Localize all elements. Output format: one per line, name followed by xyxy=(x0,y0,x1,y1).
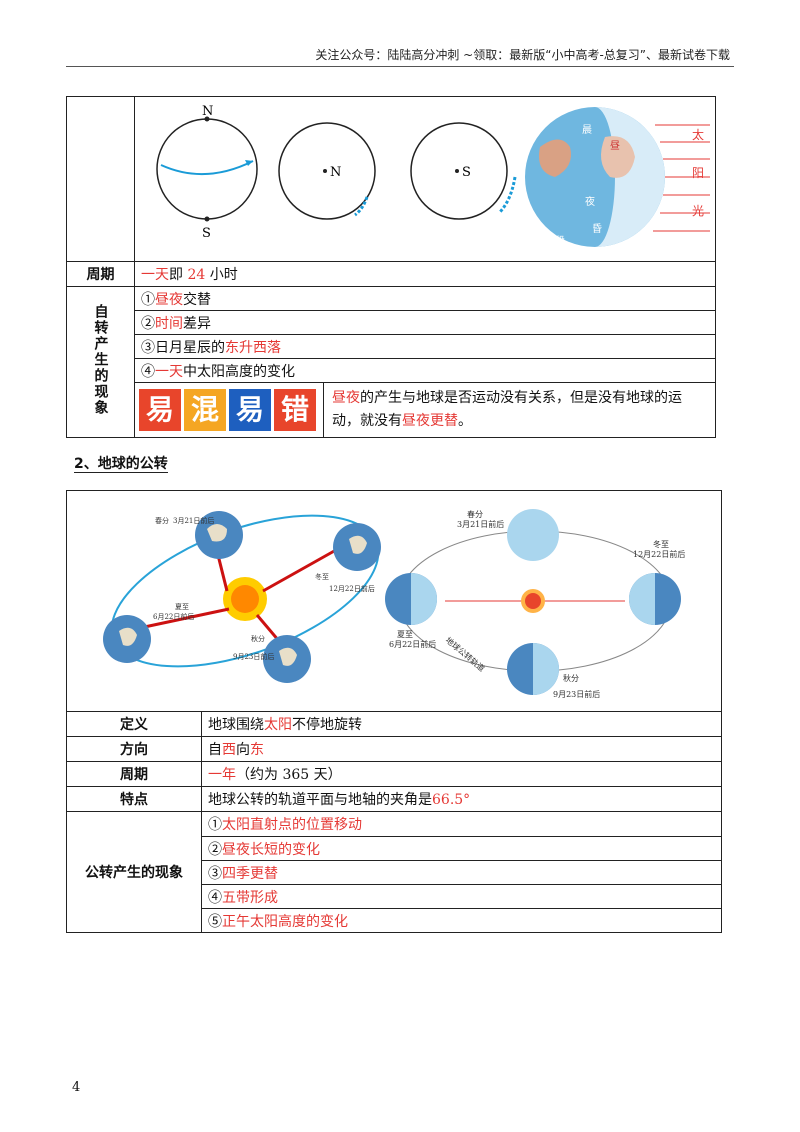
svg-text:光: 光 xyxy=(692,204,704,218)
svg-text:南极: 南极 xyxy=(547,234,565,246)
rotation-diagram-cell: N S N S xyxy=(134,96,716,262)
rotation-item-2: ②时间差异 xyxy=(134,310,716,335)
svg-text:晨: 晨 xyxy=(582,124,592,136)
rotation-phenomena-label: 自转产生的现象 xyxy=(92,304,109,416)
svg-text:春分: 春分 xyxy=(467,509,483,519)
svg-text:秋分: 秋分 xyxy=(563,673,579,683)
header-rule xyxy=(66,66,734,67)
revolution-diagram-cell: 春分 3月21日前后 夏至 6月22日前后 秋分 9月23日前后 冬至 12月2… xyxy=(66,490,722,712)
rotation-phenomena-label-cell: 自转产生的现象 xyxy=(66,286,135,438)
feature-label: 特点 xyxy=(66,786,202,812)
svg-text:夏至: 夏至 xyxy=(175,603,189,611)
direction-value: 自西向东 xyxy=(201,736,722,762)
diagram-label-cell xyxy=(66,96,135,262)
rotation-item-3: ③日月星辰的东升西落 xyxy=(134,334,716,359)
revolution-table: 春分 3月21日前后 夏至 6月22日前后 秋分 9月23日前后 冬至 12月2… xyxy=(66,490,722,933)
south-pole-label: S xyxy=(462,165,471,180)
svg-text:夜: 夜 xyxy=(585,195,595,208)
rotation-item-4: ④一天中太阳高度的变化 xyxy=(134,358,716,383)
tip-tile-3: 易 xyxy=(229,389,271,431)
s-label: S xyxy=(202,226,211,241)
revolution-item-5: ⑤正午太阳高度的变化 xyxy=(201,908,722,933)
revolution-item-3: ③四季更替 xyxy=(201,860,722,885)
rotation-circle-north: N xyxy=(278,122,376,220)
revolution-item-1: ①太阳直射点的位置移动 xyxy=(201,811,722,837)
revolution-diagram: 春分 3月21日前后 夏至 6月22日前后 秋分 9月23日前后 冬至 12月2… xyxy=(103,509,685,699)
svg-text:6月22日前后: 6月22日前后 xyxy=(153,612,194,621)
tip-cell: 易混易错 昼夜的产生与地球是否运动没有关系，但是没有地球的运动，就没有昼夜更替。 xyxy=(134,382,716,438)
period-label: 周期 xyxy=(66,261,135,287)
orbit-diagram-left: 春分 3月21日前后 夏至 6月22日前后 秋分 9月23日前后 冬至 12月2… xyxy=(103,511,381,683)
direction-label: 方向 xyxy=(66,736,202,762)
revolution-period-label: 周期 xyxy=(66,761,202,787)
definition-label: 定义 xyxy=(66,711,202,737)
svg-text:昼: 昼 xyxy=(610,140,620,152)
svg-text:12月22日前后: 12月22日前后 xyxy=(329,584,375,593)
page-number: 4 xyxy=(72,1080,81,1095)
tip-tile-4: 错 xyxy=(274,389,316,431)
svg-text:3月21日前后: 3月21日前后 xyxy=(173,516,214,525)
rotation-diagram: N S N S xyxy=(156,104,710,247)
tip-tiles: 易混易错 xyxy=(135,383,324,437)
svg-text:地球公转轨道: 地球公转轨道 xyxy=(444,635,487,674)
svg-text:12月22日前后: 12月22日前后 xyxy=(633,549,685,559)
svg-text:冬至: 冬至 xyxy=(653,539,669,549)
svg-text:9月23日前后: 9月23日前后 xyxy=(553,689,600,699)
revolution-item-2: ②昼夜长短的变化 xyxy=(201,836,722,861)
n-label: N xyxy=(202,104,213,119)
svg-text:昏: 昏 xyxy=(592,222,602,235)
north-pole-label: N xyxy=(330,165,341,180)
svg-text:6月22日前后: 6月22日前后 xyxy=(389,639,436,649)
svg-text:秋分: 秋分 xyxy=(251,634,265,643)
rotation-item-1: ①昼夜交替 xyxy=(134,286,716,311)
svg-text:太: 太 xyxy=(692,127,704,142)
tip-text: 昼夜的产生与地球是否运动没有关系，但是没有地球的运动，就没有昼夜更替。 xyxy=(332,390,682,429)
orbit-diagram-right: 春分 3月21日前后 冬至 12月22日前后 夏至 6月22日前后 秋分 9月2… xyxy=(385,509,685,699)
section-title: 2、地球的公转 xyxy=(74,456,168,473)
tip-tile-2: 混 xyxy=(184,389,226,431)
period-value: 一天即 24 小时 xyxy=(134,261,716,287)
page-header: 关注公众号：陆陆高分冲刺 ~领取：最新版“小中高考-总复习”、最新试卷下载 xyxy=(315,48,730,62)
rotation-table: N S N S xyxy=(66,96,716,438)
svg-text:9月23日前后: 9月23日前后 xyxy=(233,652,274,661)
svg-text:阳: 阳 xyxy=(692,166,704,180)
svg-text:夏至: 夏至 xyxy=(397,630,413,639)
rotation-circle-south: S xyxy=(410,122,517,220)
definition-value: 地球围绕太阳不停地旋转 xyxy=(201,711,722,737)
revolution-period-value: 一年（约为 365 天） xyxy=(201,761,722,787)
tip-tile-1: 易 xyxy=(139,389,181,431)
revolution-phenomena-label: 公转产生的现象 xyxy=(66,811,202,933)
revolution-item-4: ④五带形成 xyxy=(201,884,722,909)
rotation-circle-side: N S xyxy=(156,104,258,241)
day-night-globe: 晨 昼 夜 昏 南极 太 阳 光 xyxy=(525,107,710,247)
svg-text:春分: 春分 xyxy=(155,516,169,525)
svg-text:3月21日前后: 3月21日前后 xyxy=(457,519,504,529)
feature-value: 地球公转的轨道平面与地轴的夹角是66.5° xyxy=(201,786,722,812)
svg-text:冬至: 冬至 xyxy=(315,572,329,581)
